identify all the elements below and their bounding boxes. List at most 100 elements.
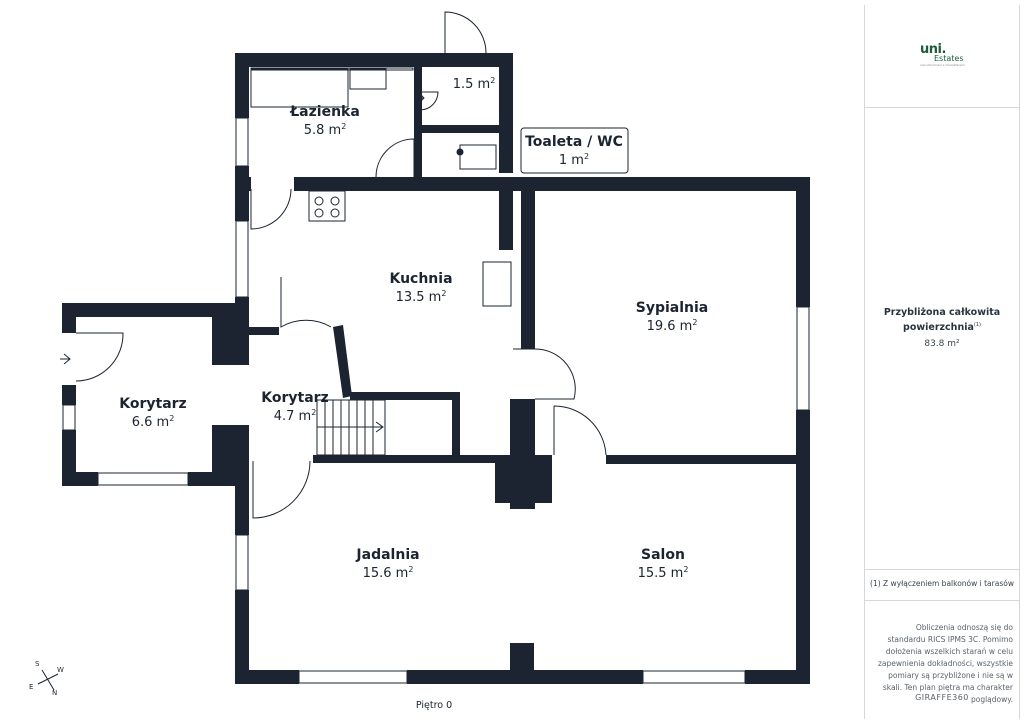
wall <box>350 392 460 400</box>
burner <box>330 208 340 218</box>
brand-logo: uni. Estates nieruchomości z charakterem <box>920 42 980 67</box>
floor-label: Piętro 0 <box>415 700 453 711</box>
room-name-kuchnia: Kuchnia <box>389 271 452 287</box>
room-name-wc: Toaleta / WC <box>525 134 623 150</box>
bathtub <box>250 68 349 108</box>
wall <box>606 455 810 464</box>
divider <box>865 107 1019 108</box>
door <box>444 11 487 54</box>
wall <box>62 303 249 317</box>
compass: S W E N <box>28 660 72 700</box>
room-area-kuchnia: 13.5 m2 <box>396 289 447 305</box>
footnote: (1) Z wyłączeniem balkonów i tarasów <box>870 579 1014 588</box>
door-arrow-icon <box>419 93 425 103</box>
window <box>298 670 408 684</box>
room-name-lazienka: Łazienka <box>289 104 360 120</box>
wall <box>452 392 460 455</box>
windows <box>62 67 810 684</box>
wall <box>521 177 535 349</box>
compass-lines <box>37 669 59 691</box>
door <box>252 460 311 519</box>
wc-label-box <box>520 127 629 174</box>
room-name-jadalnia: Jadalnia <box>355 547 419 563</box>
room-area-sypialnia: 19.6 m2 <box>647 318 698 334</box>
compass-s: S <box>35 660 40 668</box>
floor-plan: Łazienka 5.8 m2 1.5 m2 Toaleta / WC 1 m2… <box>60 11 810 684</box>
disclaimer: Obliczenia odnoszą się do standardu RICS… <box>877 623 1013 704</box>
wall <box>235 53 513 67</box>
door <box>75 332 124 382</box>
wall <box>235 177 251 191</box>
wall <box>235 53 249 118</box>
window <box>62 404 76 431</box>
wall <box>249 327 279 335</box>
room-area-korytarz-center: 4.7 m2 <box>274 408 317 424</box>
window <box>796 306 810 411</box>
compass-e: E <box>29 683 34 691</box>
room-labels: Łazienka 5.8 m2 1.5 m2 Toaleta / WC 1 m2… <box>119 76 708 581</box>
sink <box>349 68 387 90</box>
room-name-salon: Salon <box>641 547 685 563</box>
walls <box>62 53 810 684</box>
wall <box>313 455 513 463</box>
divider <box>865 600 1019 601</box>
room-area-closet: 1.5 m2 <box>453 76 496 92</box>
window <box>97 472 189 486</box>
wall <box>294 177 810 191</box>
room-area-salon: 15.5 m2 <box>638 565 689 581</box>
entrance-arrow-icon <box>63 353 71 365</box>
provider-label: GIRAFFE360 <box>915 693 969 702</box>
stove-icon <box>308 190 346 222</box>
wall <box>499 53 513 173</box>
room-name-korytarz-left: Korytarz <box>119 396 186 412</box>
total-area-value: 83.8 m² <box>924 339 960 349</box>
wall <box>796 177 810 307</box>
total-area-label-text: Przybliżona całkowita powierzchnia <box>883 307 1001 334</box>
total-area-marker: (1) <box>973 322 981 328</box>
room-name-sypialnia: Sypialnia <box>636 300 709 316</box>
fixtures <box>60 11 607 519</box>
window <box>642 670 746 684</box>
logo-word: Estates <box>934 54 964 63</box>
door <box>250 188 292 230</box>
total-area-label: Przybliżona całkowita powierzchnia(1) <box>865 306 1019 334</box>
room-area-jadalnia: 15.6 m2 <box>363 565 414 581</box>
wall <box>62 472 98 486</box>
door <box>375 138 415 178</box>
window <box>235 534 249 591</box>
wall <box>235 166 249 221</box>
room-area-lazienka: 5.8 m2 <box>304 122 347 138</box>
window <box>235 117 249 167</box>
wall <box>499 177 513 250</box>
fridge <box>482 261 512 307</box>
burner <box>314 196 324 206</box>
room-area-korytarz-left: 6.6 m2 <box>132 414 175 430</box>
wall <box>235 670 299 684</box>
divider <box>865 569 1019 570</box>
stairs <box>316 399 386 456</box>
wall <box>235 590 249 684</box>
compass-n: N <box>52 689 58 697</box>
window <box>235 220 249 298</box>
room-name-korytarz-center: Korytarz <box>261 390 328 406</box>
door <box>280 277 332 328</box>
info-panel: uni. Estates nieruchomości z charakterem… <box>864 5 1020 719</box>
wall <box>745 670 810 684</box>
wall <box>796 410 810 684</box>
burner <box>314 208 324 218</box>
burner <box>330 196 340 206</box>
door <box>513 348 576 400</box>
wall <box>333 325 352 398</box>
door <box>553 405 607 456</box>
wall <box>212 303 249 365</box>
toilet <box>459 144 497 170</box>
wall <box>62 303 76 333</box>
room-area-wc: 1 m2 <box>559 152 589 168</box>
toilet-dot <box>456 148 464 156</box>
wall <box>62 385 76 405</box>
wall <box>414 53 422 185</box>
door <box>419 91 439 111</box>
wall <box>414 125 513 133</box>
wall <box>510 643 534 684</box>
compass-w: W <box>57 666 64 674</box>
